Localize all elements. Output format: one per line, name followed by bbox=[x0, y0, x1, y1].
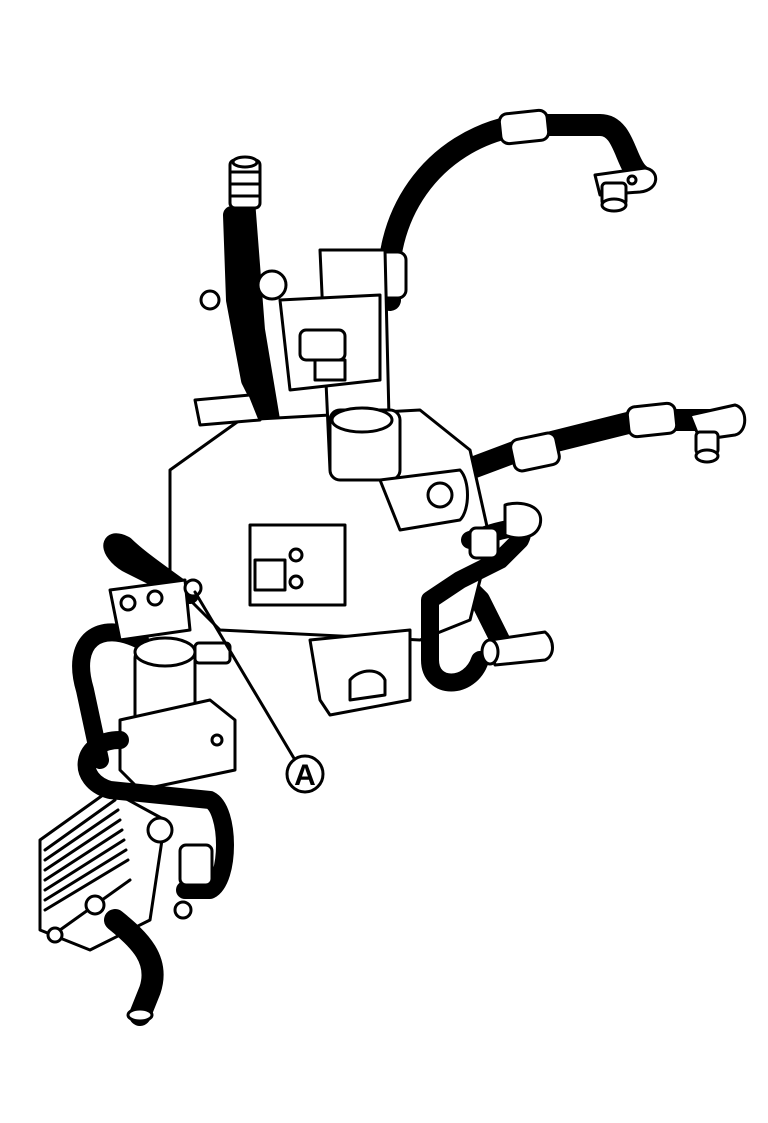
right-hose-flange bbox=[688, 403, 747, 464]
callout-a-marker: A bbox=[285, 754, 325, 794]
main-assembly-body bbox=[168, 248, 492, 642]
lower-left-pipe bbox=[77, 731, 234, 1026]
upper-refrigerant-hose bbox=[370, 108, 651, 311]
right-refrigerant-hose bbox=[429, 401, 731, 491]
oil-cooler-stack bbox=[38, 788, 167, 952]
callout-a-label: A bbox=[294, 759, 316, 792]
right-loop-pipe bbox=[421, 501, 554, 692]
mount-plate-left bbox=[108, 578, 203, 642]
lower-bracket bbox=[308, 628, 412, 717]
callout-a-leader bbox=[193, 590, 297, 762]
upper-hose-flange bbox=[593, 166, 658, 213]
expansion-valve-block bbox=[118, 636, 237, 792]
top-fitting bbox=[228, 155, 262, 210]
